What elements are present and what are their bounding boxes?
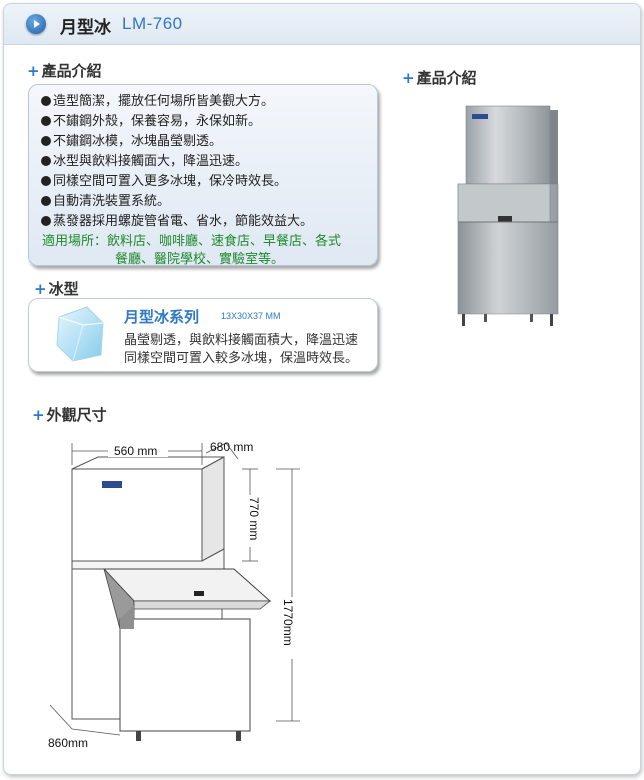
- ice-size: 13X30X37 MM: [221, 311, 281, 321]
- top-height-label: 770 mm: [247, 497, 261, 540]
- ice-cube-image: [56, 306, 104, 362]
- dimensions-heading: +外觀尺寸: [32, 406, 107, 424]
- product-photo: [457, 105, 559, 326]
- intro-box: 造型簡潔，擺放任何場所皆美觀大方。 不鏽鋼外殼，保養容易，永保如新。 不鏽鋼冰模…: [28, 84, 378, 267]
- product-title: 月型冰: [60, 18, 111, 38]
- bullet-icon: [41, 96, 51, 106]
- ice-desc-line-2: 同樣空間可置入較多冰塊，保溫時效長。: [124, 351, 359, 366]
- usage-line-1: 適用場所：飲料店、咖啡廳、速食店、早餐店、各式: [42, 234, 342, 249]
- product-panel: 月型冰 LM-760 +產品介紹 造型簡潔，擺放任何場所皆美觀大方。 不鏽鋼外殼…: [3, 3, 641, 775]
- plus-icon: +: [27, 62, 40, 80]
- product-model: LM-760: [122, 14, 183, 33]
- title-bar: 月型冰 LM-760: [4, 4, 640, 45]
- intro-heading: +產品介紹: [27, 62, 102, 80]
- usage-line-2: 餐廳、醫院學校、實驗室等。: [115, 252, 285, 267]
- feature-item: 造型簡潔，擺放任何場所皆美觀大方。: [41, 90, 274, 109]
- bullet-icon: [41, 176, 51, 186]
- bullet-icon: [41, 196, 51, 206]
- ice-desc-line-1: 晶瑩剔透，與飲料接觸面積大，降溫迅速: [124, 333, 359, 348]
- bullet-icon: [41, 216, 51, 226]
- play-icon: [26, 14, 46, 34]
- depth-bottom-label: 860mm: [48, 736, 88, 750]
- photo-heading: +產品介紹: [402, 69, 477, 87]
- depth-top-label: 680 mm: [210, 440, 253, 454]
- ice-series-name: 月型冰系列: [124, 308, 200, 326]
- plus-icon: +: [34, 280, 47, 298]
- bullet-icon: [41, 136, 51, 146]
- total-height-label: 1770mm: [281, 599, 295, 646]
- feature-item: 自動清洗裝置系統。: [41, 190, 170, 209]
- plus-icon: +: [32, 406, 45, 424]
- plus-icon: +: [402, 69, 415, 87]
- feature-item: 同樣空間可置入更多冰塊，保冷時效長。: [41, 170, 287, 189]
- bullet-icon: [41, 156, 51, 166]
- feature-item: 冰型與飲料接觸面大，降溫迅速。: [41, 150, 248, 169]
- width-label: 560 mm: [114, 444, 157, 458]
- bullet-icon: [41, 116, 51, 126]
- feature-item: 不鏽鋼冰模，冰塊晶瑩剔透。: [41, 130, 222, 149]
- ice-heading: +冰型: [34, 280, 79, 298]
- ice-card: 月型冰系列 13X30X37 MM 晶瑩剔透，與飲料接觸面積大，降溫迅速 同樣空…: [28, 298, 378, 372]
- feature-item: 蒸發器採用螺旋管省電、省水，節能效益大。: [41, 210, 313, 229]
- feature-item: 不鏽鋼外殼，保養容易，永保如新。: [41, 110, 261, 129]
- dimension-drawing: 560 mm 680 mm 770 mm 1770mm 860mm: [48, 440, 300, 750]
